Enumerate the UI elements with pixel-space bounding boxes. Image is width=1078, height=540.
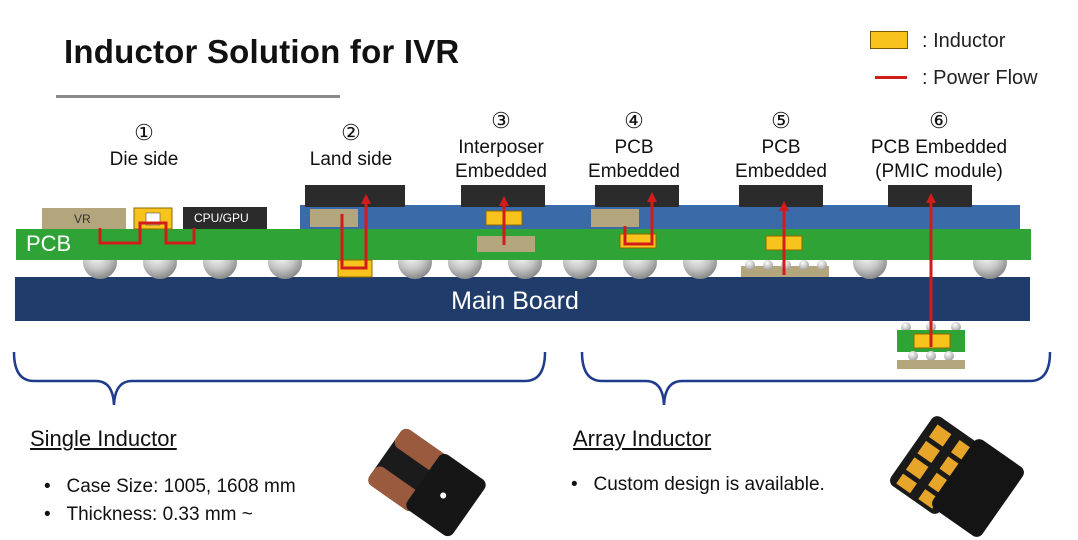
cpu-gpu-die xyxy=(183,207,267,229)
solution-2-number: ② xyxy=(341,120,361,145)
array-bullet-1: • Custom design is available. xyxy=(571,474,825,495)
land-side-die xyxy=(305,185,405,207)
vr-chip xyxy=(42,208,126,229)
pcb-embedded-power-flow-4 xyxy=(623,198,654,246)
inductor-legend-swatch xyxy=(870,31,908,49)
solution-6-number: ⑥ xyxy=(929,108,949,133)
solution-4-number: ④ xyxy=(624,108,644,133)
cpu-gpu-label: CPU/GPU xyxy=(194,211,249,225)
single-inductor-image xyxy=(368,428,486,537)
land-side-power-flow xyxy=(340,200,368,270)
solution-3-label-line1: Interposer xyxy=(458,137,544,158)
inductor-legend-label: : Inductor xyxy=(922,30,1006,52)
single-bullet-2: • Thickness: 0.33 mm ~ xyxy=(44,504,253,525)
solution-5-label-line1: PCB xyxy=(761,137,801,158)
die-side-power-flow xyxy=(98,221,196,245)
main-board xyxy=(15,277,1030,321)
solution-6-label-line2: (PMIC module) xyxy=(875,161,1003,182)
title-underline xyxy=(56,95,340,98)
power-flow-legend-label: : Power Flow xyxy=(922,67,1038,89)
solution-6-label-line1: PCB Embedded xyxy=(870,137,1008,158)
solution-3-number: ③ xyxy=(491,108,511,133)
solution-4-label-line2: Embedded xyxy=(588,161,680,182)
single-inductor-title: Single Inductor xyxy=(30,426,177,451)
power-flow-legend-line xyxy=(875,76,907,79)
solution-5-number: ⑤ xyxy=(771,108,791,133)
page-title: Inductor Solution for IVR xyxy=(64,33,460,70)
main-board-label: Main Board xyxy=(451,287,579,315)
solution-4-label-line1: PCB xyxy=(614,137,654,158)
single-inductor-brace xyxy=(12,351,547,406)
solution-1-label: Die side xyxy=(109,149,179,170)
pcb-embedded-die-5 xyxy=(739,185,823,207)
single-bullet-1: • Case Size: 1005, 1608 mm xyxy=(44,476,296,497)
solution-1-number: ① xyxy=(134,120,154,145)
array-inductor-brace xyxy=(580,351,1052,406)
solution-2-label: Land side xyxy=(309,149,393,170)
solution-5-label-line2: Embedded xyxy=(735,161,827,182)
interposer-die xyxy=(461,185,545,207)
interposer xyxy=(300,205,1020,230)
pcb-label: PCB xyxy=(26,231,72,256)
solution-3-label-line2: Embedded xyxy=(455,161,547,182)
vr-label: VR xyxy=(74,212,91,226)
array-inductor-title: Array Inductor xyxy=(573,426,712,451)
array-inductor-image xyxy=(890,416,1024,537)
pcb-embedded-die-4 xyxy=(595,185,679,207)
